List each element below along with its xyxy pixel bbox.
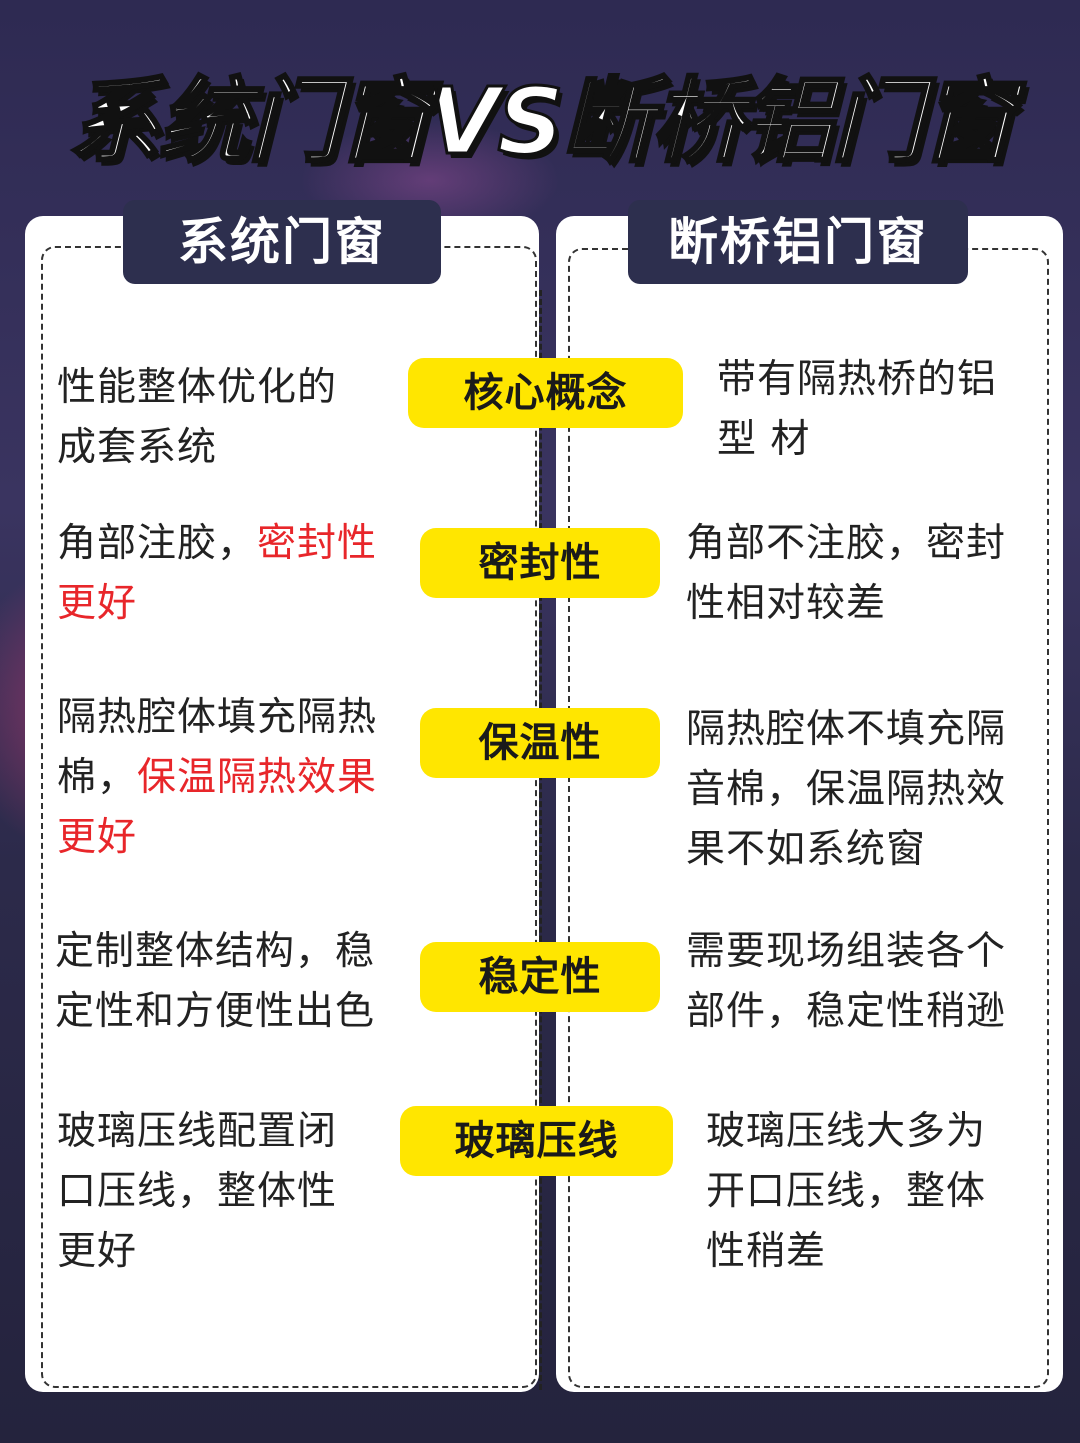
text-line: 性相对较差	[686, 581, 887, 626]
left-cell-core-concept: 性能整体优化的 成套系统	[57, 358, 397, 478]
highlight-text: 保温隔热效果	[137, 755, 378, 800]
text-line: 玻璃压线配置闭	[57, 1109, 338, 1154]
highlight-text: 更好	[57, 581, 138, 626]
text-line: 部件，稳定性稍逊	[686, 989, 1007, 1034]
row-label-stability: 稳定性	[420, 942, 660, 1012]
right-cell-stability: 需要现场组装各个 部件，稳定性稍逊	[686, 922, 1046, 1042]
text-segment: 角部注胶，	[57, 521, 258, 566]
text-line: 隔热腔体填充隔热	[57, 695, 378, 740]
row-label-insulation: 保温性	[420, 708, 660, 778]
text-line: 角部不注胶，密封	[686, 521, 1007, 566]
text-line: 开口压线，整体	[706, 1169, 987, 1214]
text-line: 定性和方便性出色	[55, 989, 376, 1034]
text-line: 需要现场组装各个	[686, 929, 1007, 974]
text-line: 口压线，整体性	[57, 1169, 338, 1214]
text-line: 带有隔热桥的铝	[717, 357, 998, 402]
right-header: 断桥铝门窗	[628, 200, 968, 284]
left-cell-insulation: 隔热腔体填充隔热 棉，保温隔热效果 更好	[57, 688, 407, 868]
center-divider	[539, 290, 542, 1390]
right-cell-insulation: 隔热腔体不填充隔 音棉，保温隔热效 果不如系统窗	[686, 700, 1046, 880]
text-line: 音棉，保温隔热效	[686, 767, 1007, 812]
row-label-glass-bead: 玻璃压线	[400, 1106, 673, 1176]
right-cell-glass-bead: 玻璃压线大多为 开口压线，整体 性稍差	[706, 1102, 1036, 1282]
right-panel	[556, 216, 1063, 1392]
text-line: 更好	[57, 1229, 138, 1274]
text-line: 定制整体结构，稳	[55, 929, 376, 974]
text-line: 隔热腔体不填充隔	[686, 707, 1007, 752]
row-label-core-concept: 核心概念	[408, 358, 683, 428]
text-segment: 棉，	[57, 755, 138, 800]
text-line: 成套系统	[57, 425, 218, 470]
right-cell-core-concept: 带有隔热桥的铝 型 材	[717, 350, 1047, 470]
highlight-text: 更好	[57, 815, 138, 860]
text-line: 性能整体优化的	[57, 365, 338, 410]
row-label-sealing: 密封性	[420, 528, 660, 598]
page-title: 系统门窗VS断桥铝门窗	[67, 67, 1015, 177]
left-cell-stability: 定制整体结构，稳 定性和方便性出色	[55, 922, 405, 1042]
left-cell-sealing: 角部注胶，密封性 更好	[57, 514, 402, 634]
right-cell-sealing: 角部不注胶，密封 性相对较差	[686, 514, 1046, 634]
text-line: 型 材	[717, 417, 811, 462]
text-line: 玻璃压线大多为	[706, 1109, 987, 1154]
text-line: 角部注胶，密封性	[57, 514, 402, 574]
left-header: 系统门窗	[123, 200, 441, 284]
text-line: 性稍差	[706, 1229, 827, 1274]
text-line: 棉，保温隔热效果	[57, 748, 407, 808]
text-line: 果不如系统窗	[686, 827, 927, 872]
left-cell-glass-bead: 玻璃压线配置闭 口压线，整体性 更好	[57, 1102, 377, 1282]
highlight-text: 密封性	[257, 521, 378, 566]
